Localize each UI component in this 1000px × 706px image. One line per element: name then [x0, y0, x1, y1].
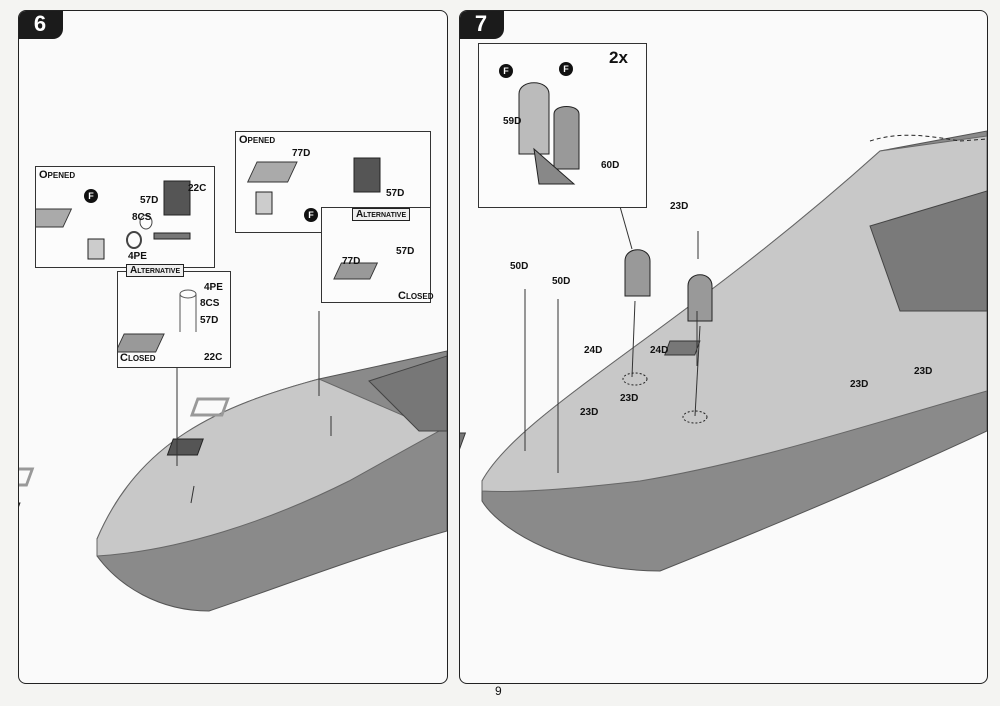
opened-label: Opened	[39, 169, 76, 181]
part-label: 24D	[584, 345, 603, 356]
hull-bow-illustration	[19, 281, 447, 612]
marker-f: F	[84, 189, 98, 203]
part-label: 22C	[204, 352, 223, 363]
part-label: 77D	[292, 148, 311, 159]
closed-label: Closed	[120, 352, 156, 364]
opened-hatch-inset: Opened F 22C 57D 8CS 4PE	[35, 166, 215, 268]
step-number: 7	[460, 11, 504, 39]
marker-f: F	[499, 64, 513, 78]
part-label: 59D	[503, 116, 522, 127]
quantity-label: 2x	[609, 48, 628, 67]
closed-hatch-drawing	[118, 289, 197, 353]
closed-hatch-inset: Alternative 4PE 8CS 57D 22C Closed	[117, 264, 231, 368]
part-label: 57D	[200, 315, 219, 326]
part-label: 57D	[140, 195, 159, 206]
hull-foredeck-illustration	[460, 130, 987, 572]
ventilator-parts-drawing	[518, 82, 580, 185]
part-label: 50D	[510, 261, 529, 272]
part-label: 8CS	[200, 298, 220, 309]
part-label: 57D	[386, 188, 405, 199]
alternative-tag: Alternative	[126, 264, 185, 277]
part-label: 77D	[342, 256, 361, 267]
part-label: 22C	[188, 183, 207, 194]
closed-hatch-inset-2: Alternative 77D 57D Closed	[321, 207, 434, 303]
part-label: 23D	[670, 201, 689, 212]
ventilator-inset: 2x F F 59D 60D	[478, 43, 647, 208]
page-number: 9	[495, 684, 502, 698]
step-number: 6	[19, 11, 63, 39]
step-6-panel: 6 Opened F 22C 57D 8CS 4P	[18, 10, 448, 684]
part-label: 50D	[552, 276, 571, 287]
part-label: 8CS	[132, 212, 152, 223]
opened-hatch-drawing	[36, 180, 191, 260]
part-label: 23D	[580, 407, 599, 418]
part-label: 60D	[601, 160, 620, 171]
part-label: 4PE	[204, 282, 223, 293]
step-7-panel: 7 2x F F 59D 60D 23D 5	[459, 10, 988, 684]
closed-hatch-drawing-2	[333, 262, 379, 280]
part-label: 57D	[396, 246, 415, 257]
part-label: 23D	[620, 393, 639, 404]
marker-f: F	[559, 62, 573, 76]
closed-label: Closed	[398, 290, 434, 302]
part-label: 23D	[914, 366, 933, 377]
opened-label: Opened	[239, 134, 276, 146]
part-label: 24D	[650, 345, 669, 356]
part-label: 4PE	[128, 251, 147, 262]
alternative-tag: Alternative	[352, 208, 411, 221]
part-label: 23D	[850, 379, 869, 390]
marker-f: F	[304, 208, 318, 222]
